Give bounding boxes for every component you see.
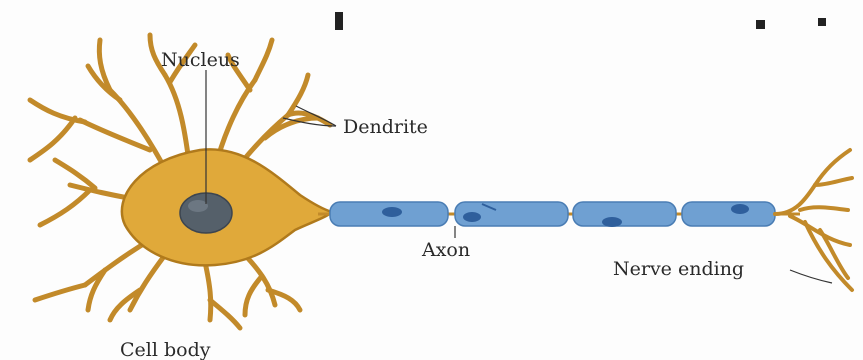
myelin-segment-3 [573, 202, 676, 226]
nucleus-highlight [188, 200, 208, 212]
label-dendrite: Dendrite [343, 116, 428, 138]
label-axon: Axon [421, 239, 470, 261]
schwann-nucleus-1 [382, 207, 402, 217]
schwann-nucleus-3 [602, 217, 622, 227]
axon-segments [330, 202, 775, 227]
leader-lines [206, 70, 832, 283]
myelin-segment-4 [682, 202, 775, 226]
schwann-nucleus-4 [731, 204, 749, 214]
cropped-heading-fragment [335, 12, 826, 30]
label-nerve-ending: Nerve ending [613, 258, 744, 280]
nerve-ending-branches [775, 150, 852, 290]
schwann-nucleus-2 [463, 212, 481, 222]
label-nucleus: Nucleus [161, 49, 240, 71]
label-cell-body: Cell body [120, 339, 211, 360]
